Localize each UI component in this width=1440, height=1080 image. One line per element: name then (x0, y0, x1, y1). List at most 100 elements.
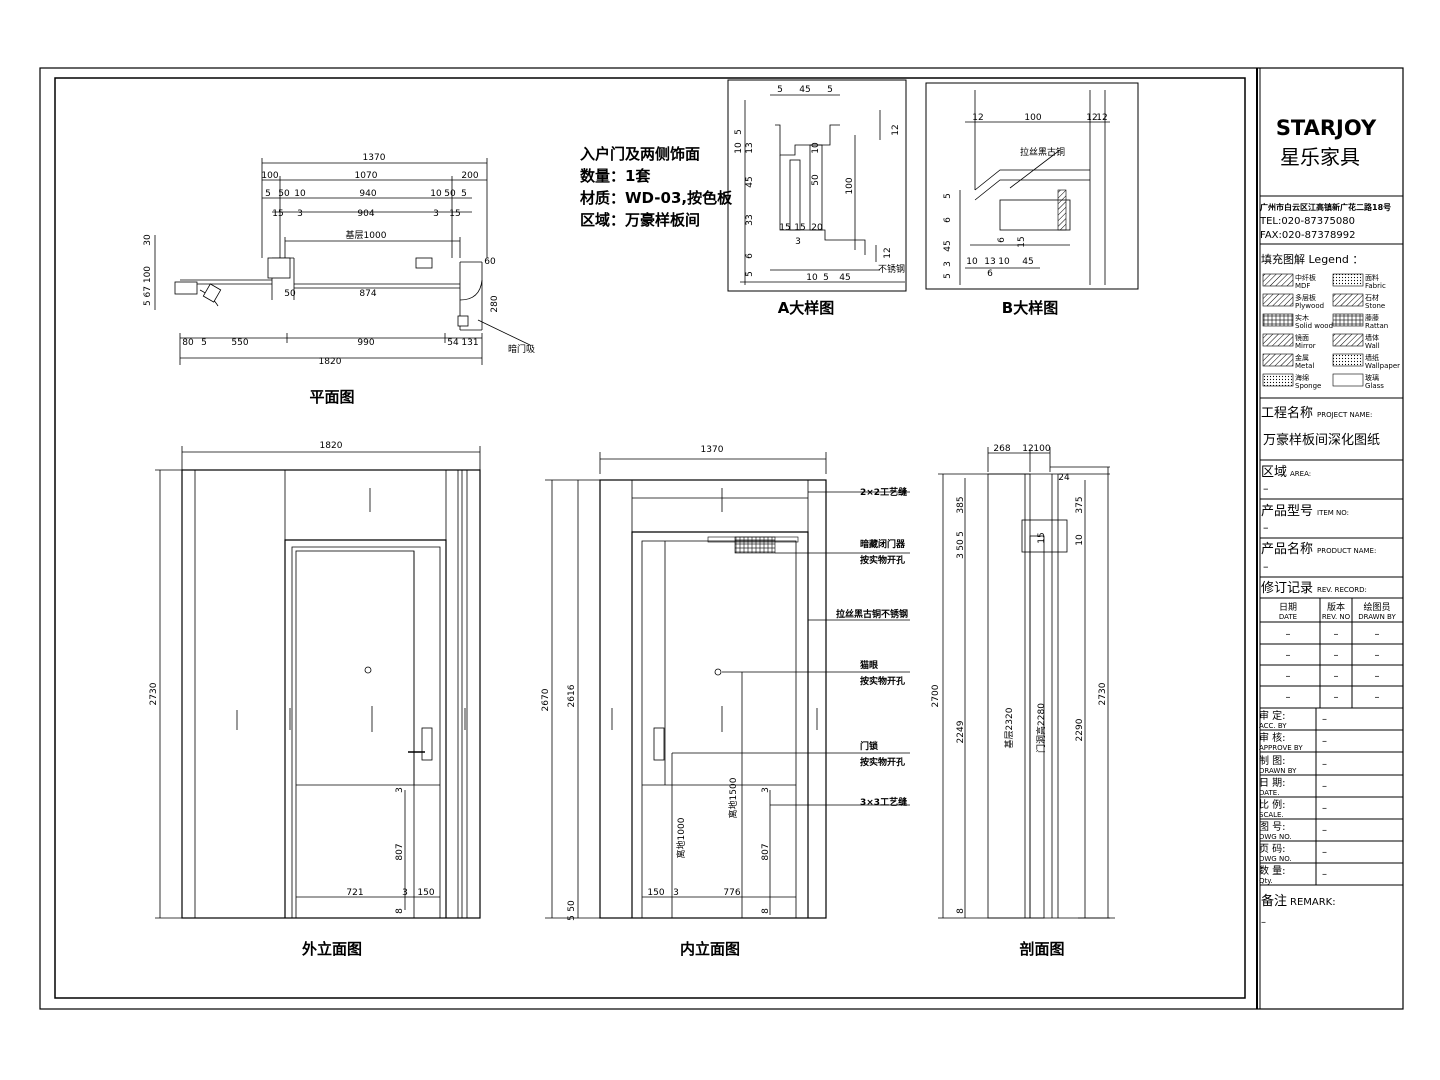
rev-cell: – (1375, 650, 1380, 661)
spec-line-3: 材质：WD-03,按色板 (580, 189, 733, 207)
legend-swatch (1332, 313, 1364, 327)
detail-a-dim: 45 (799, 85, 810, 95)
inner-note: 按实物开孔 (860, 675, 905, 687)
legend-label: 墙体 (1365, 333, 1379, 342)
section-dim: 24 (1058, 473, 1070, 483)
section-view-title: 剖面图 (1019, 940, 1064, 958)
plan-dim: 3 (297, 209, 303, 219)
plan-dim: 1070 (355, 171, 378, 181)
detail-b-dim: 10 (998, 257, 1010, 267)
inner-dim: 1370 (701, 445, 724, 455)
outer-elevation-title: 外立面图 (301, 940, 362, 958)
rev-label-cn: 修订记录 (1261, 581, 1313, 596)
outer-dim: 721 (346, 888, 363, 898)
section-dim: 3 (956, 553, 966, 559)
legend-label: Sponge (1295, 382, 1321, 390)
field-label-en: DWG NO. (1259, 855, 1292, 863)
outer-dim: 150 (417, 888, 434, 898)
legend-swatch (1262, 273, 1294, 287)
detail-a-dim: 33 (745, 214, 755, 225)
detail-a-dim: 13 (745, 142, 755, 153)
section-dim: 12 (1022, 444, 1033, 454)
rev-cell: – (1334, 692, 1339, 703)
plan-dim: 15 (449, 209, 460, 219)
inner-dim: 3 (673, 888, 679, 898)
spec-line-2: 数量：1套 (580, 167, 651, 185)
rev-cell: – (1286, 629, 1291, 640)
legend-label: Metal (1295, 362, 1314, 370)
legend-label: Glass (1365, 382, 1384, 390)
detail-b-dim: 5 (943, 193, 953, 199)
detail-a-dim: 20 (811, 223, 823, 233)
remark-label-en: REMARK: (1290, 897, 1336, 908)
plan-dim: 50 (284, 289, 296, 299)
legend-swatch (1262, 293, 1294, 307)
legend-label: 藤藤 (1365, 313, 1379, 322)
field-label-cn: 页 码: (1259, 843, 1286, 855)
field-label-en: DWG NO. (1259, 833, 1292, 841)
section-dim: 375 (1075, 496, 1085, 513)
inner-note: 暗藏闭门器 (860, 538, 906, 550)
legend-label: Wallpaper (1365, 362, 1400, 370)
company-tel: TEL:020-87375080 (1259, 216, 1355, 227)
legend-label: Plywood (1295, 302, 1324, 310)
outer-dim: 3 (402, 888, 408, 898)
rev-cell: – (1286, 650, 1291, 661)
plan-dim: 280 (490, 295, 500, 312)
plan-view-title: 平面图 (309, 388, 354, 406)
rev-cell: – (1375, 629, 1380, 640)
field-value: – (1322, 781, 1327, 792)
title-block: STARJOY 星乐家具 广 (1259, 116, 1403, 928)
product-label-cn: 产品名称 (1261, 541, 1313, 557)
detail-a-note: 不锈钢 (878, 263, 905, 275)
legend-swatch (1332, 273, 1364, 287)
detail-a-dim: 10 (734, 142, 744, 154)
plan-dim: 904 (357, 209, 374, 219)
detail-b-dim: 12 (1086, 113, 1097, 123)
section-dim: 15 (1037, 532, 1047, 543)
plan-dim: 80 (182, 338, 194, 348)
company-fax: FAX:020-87378992 (1260, 230, 1356, 241)
rev-col-date-en: DATE (1279, 613, 1297, 621)
section-dim: 385 (956, 496, 966, 513)
inner-dim: 离地1500 (727, 777, 739, 818)
legend-swatch (1262, 333, 1294, 347)
field-value: – (1322, 847, 1327, 858)
rev-col-by-en: DRAWN BY (1358, 613, 1396, 621)
section-dim: 268 (993, 444, 1010, 454)
legend-label: 中纤板 (1295, 273, 1316, 282)
sheet-borders (39, 67, 1404, 1010)
legend-swatch (1262, 353, 1294, 367)
detail-b-note: 拉丝黑古铜 (1020, 146, 1065, 158)
rev-cell: – (1286, 692, 1291, 703)
legend-swatch (1332, 373, 1364, 387)
rev-col-by-cn: 绘图员 (1363, 601, 1390, 613)
field-label-en: ACC. BY (1259, 722, 1287, 730)
detail-a-dim: 12 (883, 247, 893, 258)
starjoy-logo: STARJOY (1276, 116, 1377, 140)
inner-dim: 3 (761, 787, 771, 793)
spec-line-1: 入户门及两侧饰面 (580, 145, 700, 163)
plan-dim: 50 (444, 189, 456, 199)
inner-note: 按实物开孔 (860, 756, 905, 768)
outer-dim: 8 (395, 908, 405, 914)
plan-dim: 10 (294, 189, 306, 199)
field-value: – (1322, 869, 1327, 880)
legend-label: 实木 (1295, 313, 1309, 322)
plan-dim: 基层1000 (346, 229, 387, 241)
detail-a-dim: 15 (779, 223, 790, 233)
legend-swatch (1262, 313, 1294, 327)
inner-dim: 离地1000 (675, 817, 687, 858)
field-label-en: DATE. (1259, 789, 1279, 797)
project-label-en: PROJECT NAME: (1317, 411, 1372, 419)
rev-cell: – (1375, 692, 1380, 703)
legend-label: 玻璃 (1365, 373, 1379, 382)
legend-label: 镜面 (1295, 333, 1309, 342)
rev-cell: – (1286, 671, 1291, 682)
plan-dim: 100 (261, 171, 278, 181)
outer-dim: 3 (395, 787, 405, 793)
inner-note: 按实物开孔 (860, 554, 905, 566)
field-label-en: DRAWN BY (1259, 767, 1297, 775)
rev-col-date-cn: 日期 (1279, 602, 1297, 613)
detail-b-dim: 13 (984, 257, 995, 267)
